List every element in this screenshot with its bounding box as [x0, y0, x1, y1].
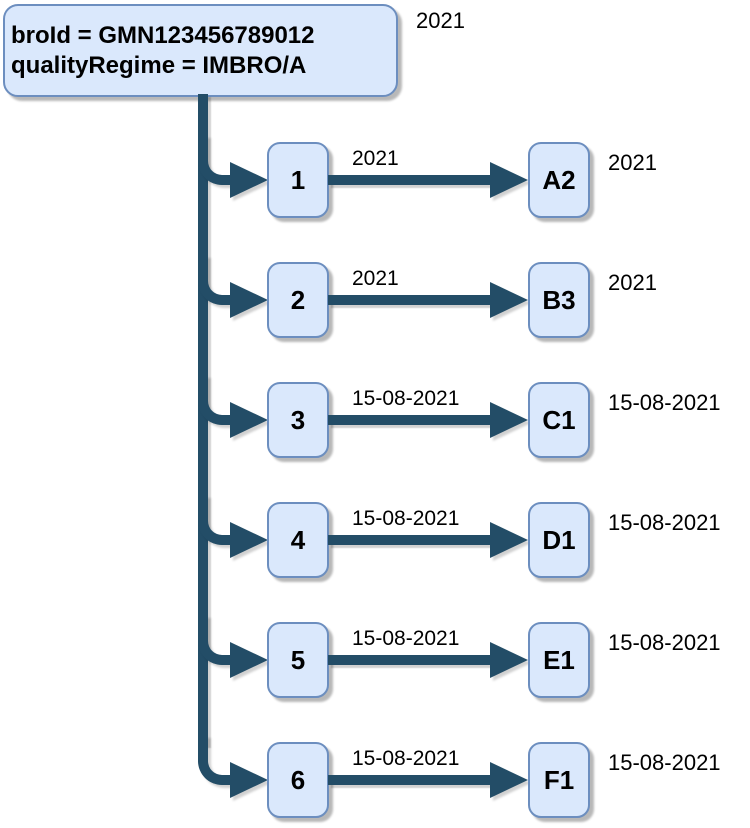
edge-arrowhead — [490, 522, 528, 558]
edge-date-label: 2021 — [352, 147, 399, 170]
branch-arrowhead — [230, 522, 268, 558]
edge-arrowhead — [490, 282, 528, 318]
edge-arrow-shaft — [328, 535, 492, 545]
edge-date-label: 2021 — [352, 267, 399, 290]
branch-row-4: 4 15-08-2021 D1 15-08-2021 — [0, 495, 750, 591]
branch-row-2: 2 2021 B3 2021 — [0, 255, 750, 351]
branch-arrowhead — [230, 642, 268, 678]
root-node: broId = GMN123456789012 qualityRegime = … — [3, 4, 398, 97]
branch-elbow — [198, 615, 236, 665]
edge-arrow-shaft — [328, 415, 492, 425]
target-node-label: C1 — [542, 404, 576, 435]
root-year-label: 2021 — [416, 8, 465, 33]
target-node: D1 — [528, 502, 590, 578]
source-node-label: 2 — [290, 284, 306, 315]
trunk-line — [198, 94, 208, 745]
source-node: 1 — [267, 142, 329, 218]
target-node-label: B3 — [542, 284, 576, 315]
source-node-label: 4 — [290, 524, 306, 555]
source-node: 5 — [267, 622, 329, 698]
target-date-label: 2021 — [608, 270, 657, 295]
target-node-label: E1 — [543, 644, 575, 675]
branch-row-1: 1 2021 A2 2021 — [0, 135, 750, 231]
branch-arrowhead — [230, 762, 268, 798]
source-node-label: 1 — [290, 164, 306, 195]
edge-arrow-shaft — [328, 295, 492, 305]
edge-date-label: 15-08-2021 — [352, 387, 460, 410]
branch-arrowhead — [230, 282, 268, 318]
edge-date-label: 15-08-2021 — [352, 507, 460, 530]
target-node: C1 — [528, 382, 590, 458]
branch-elbow — [198, 735, 236, 785]
target-node-label: F1 — [543, 764, 575, 795]
branch-arrowhead — [230, 402, 268, 438]
edge-arrow-shaft — [328, 775, 492, 785]
branch-elbow — [198, 375, 236, 425]
edge-arrowhead — [490, 162, 528, 198]
root-node-line1: broId = GMN123456789012 — [11, 21, 315, 49]
target-node: B3 — [528, 262, 590, 338]
target-date-label: 2021 — [608, 150, 657, 175]
branch-arrowhead — [230, 162, 268, 198]
edge-date-label: 15-08-2021 — [352, 627, 460, 650]
source-node-label: 3 — [290, 404, 306, 435]
target-date-label: 15-08-2021 — [608, 750, 721, 775]
target-node-label: A2 — [542, 164, 576, 195]
source-node-label: 5 — [290, 644, 306, 675]
target-node: E1 — [528, 622, 590, 698]
target-date-label: 15-08-2021 — [608, 630, 721, 655]
target-date-label: 15-08-2021 — [608, 390, 721, 415]
branch-row-3: 3 15-08-2021 C1 15-08-2021 — [0, 375, 750, 471]
edge-arrowhead — [490, 402, 528, 438]
edge-arrow-shaft — [328, 655, 492, 665]
branch-row-6: 6 15-08-2021 F1 15-08-2021 — [0, 735, 750, 828]
target-node: F1 — [528, 742, 590, 818]
branch-elbow — [198, 135, 236, 185]
target-node: A2 — [528, 142, 590, 218]
edge-date-label: 15-08-2021 — [352, 747, 460, 770]
edge-arrowhead — [490, 642, 528, 678]
source-node: 4 — [267, 502, 329, 578]
branch-row-5: 5 15-08-2021 E1 15-08-2021 — [0, 615, 750, 711]
root-node-line2: qualityRegime = IMBRO/A — [11, 51, 307, 79]
source-node-label: 6 — [290, 764, 306, 795]
edge-arrowhead — [490, 762, 528, 798]
source-node: 3 — [267, 382, 329, 458]
source-node: 2 — [267, 262, 329, 338]
target-date-label: 15-08-2021 — [608, 510, 721, 535]
target-node-label: D1 — [542, 524, 576, 555]
edge-arrow-shaft — [328, 175, 492, 185]
source-node: 6 — [267, 742, 329, 818]
branch-elbow — [198, 495, 236, 545]
branch-elbow — [198, 255, 236, 305]
